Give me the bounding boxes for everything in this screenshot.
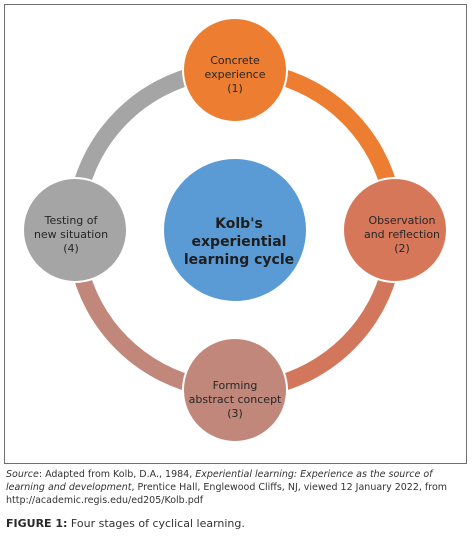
caption-text: Four stages of cyclical learning. [67, 517, 245, 530]
cycle-arc-2 [266, 261, 400, 395]
cycle-arc-4 [70, 65, 204, 199]
center-circle [162, 157, 308, 303]
source-text-2: , Prentice Hall, Englewood Cliffs, NJ, v… [6, 482, 448, 506]
node-3-line-3: (3) [227, 407, 243, 420]
node-4-line-2: new situation [33, 228, 109, 241]
node-3-line-1: Forming [212, 379, 258, 392]
center-label-line-1: Kolb's [215, 216, 263, 232]
source-text-1: : Adapted from Kolb, D.A., 1984, [38, 469, 196, 480]
node-4-line-1: Testing of [44, 214, 98, 227]
kolb-cycle-diagram [22, 17, 448, 443]
node-1-line-2: experience [204, 68, 266, 81]
center-label-line-2: experiential [191, 234, 287, 250]
center-label-line-3: learning cycle [183, 252, 295, 268]
source-label: Source [6, 469, 39, 480]
node-circle-concrete-experience [182, 17, 288, 123]
node-circle-testing-situation [22, 177, 128, 283]
node-observation-reflection-label: Observation and reflection (2) [347, 214, 457, 256]
node-circle-observation-reflection [342, 177, 448, 283]
caption-label: FIGURE 1: [6, 517, 68, 530]
node-abstract-concept-label: Forming abstract concept (3) [180, 379, 290, 421]
node-3-line-2: abstract concept [188, 393, 282, 406]
node-2-line-3: (2) [394, 242, 410, 255]
figure-source-note: Source: Adapted from Kolb, D.A., 1984, E… [6, 468, 469, 507]
node-concrete-experience-label: Concrete experience (1) [180, 54, 290, 96]
source-title: Experiential learning: Experience as the… [6, 469, 433, 493]
center-label: Kolb's experiential learning cycle [169, 215, 309, 269]
figure-frame: Kolb's experiential learning cycle Concr… [4, 4, 467, 464]
node-2-line-1: Observation [368, 214, 436, 227]
node-4-line-3: (4) [63, 242, 79, 255]
figure-caption: FIGURE 1: Four stages of cyclical learni… [6, 517, 469, 530]
node-1-line-1: Concrete [210, 54, 260, 67]
cycle-arcs [70, 65, 400, 395]
cycle-arc-1 [266, 65, 400, 199]
node-testing-situation-label: Testing of new situation (4) [16, 214, 126, 256]
node-2-line-2: and reflection [363, 228, 441, 241]
cycle-arc-3 [70, 261, 204, 395]
node-1-line-3: (1) [227, 82, 243, 95]
node-circle-abstract-concept [182, 337, 288, 443]
cycle-circles [22, 17, 448, 443]
